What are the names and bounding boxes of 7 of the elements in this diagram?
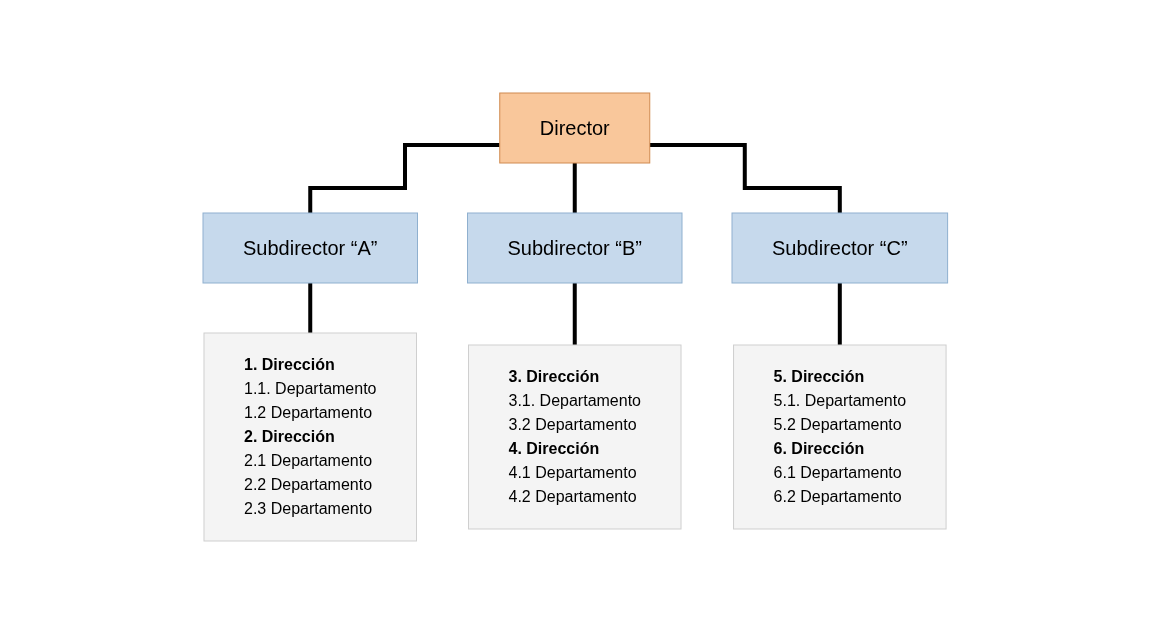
node-box: Subdirector “A” xyxy=(202,212,419,283)
node-box: 3. Dirección 3.1. Departamento 3.2 Departamento 4. Dirección 4.1 Departamento 4.2 Departamento xyxy=(468,344,682,529)
node-box: Subdirector “C” xyxy=(731,212,949,283)
node-box: 5. Dirección 5.1. Departamento 5.2 Departamento 6. Dirección 6.1 Departamento 6.2 Departamento xyxy=(733,344,947,529)
node-box: Subdirector “B” xyxy=(467,212,683,283)
node-box: Director xyxy=(499,92,651,163)
node-box: 1. Dirección 1.1. Departamento 1.2 Departamento 2. Dirección 2.1 Departamento 2.2 Departamento 2.3 Departamento xyxy=(203,332,418,541)
